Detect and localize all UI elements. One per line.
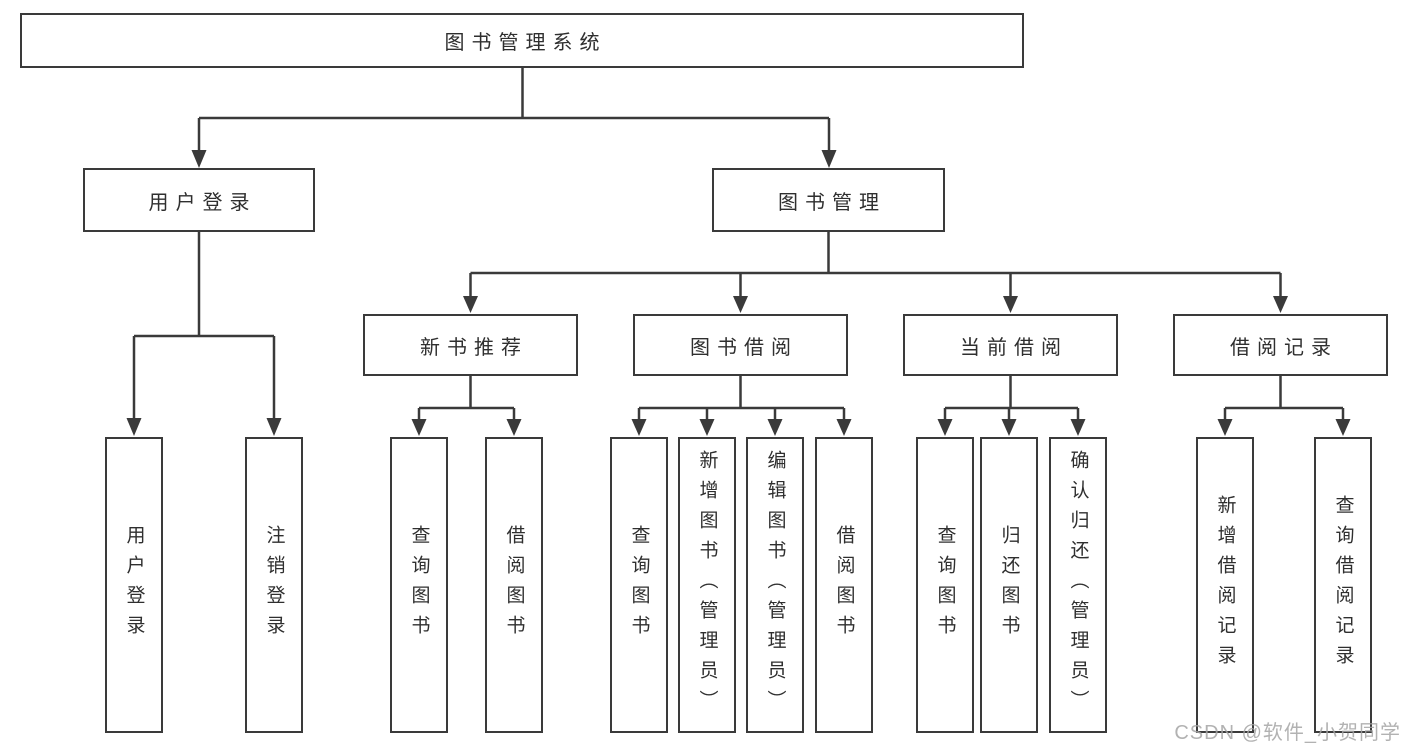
leaf-add-borrow-record-label: 新增借阅记录 — [1214, 495, 1236, 675]
leaf-return-book: 归还图书 — [980, 437, 1038, 733]
node-root-system: 图书管理系统 — [20, 13, 1024, 68]
node-user-login: 用户登录 — [83, 168, 315, 232]
leaf-query-books-recommend: 查询图书 — [390, 437, 448, 733]
leaf-user-login: 用户登录 — [105, 437, 163, 733]
node-book-borrow-label: 图书借阅 — [690, 336, 798, 359]
leaf-user-login-label: 用户登录 — [123, 525, 145, 645]
leaf-query-books-borrow: 查询图书 — [610, 437, 668, 733]
node-current-borrow-label: 当前借阅 — [960, 336, 1068, 359]
node-user-login-label: 用户登录 — [148, 191, 257, 214]
leaf-add-book-admin-label: 新增图书（管理员） — [696, 450, 718, 720]
leaf-edit-book-admin-label: 编辑图书（管理员） — [764, 450, 786, 720]
leaf-query-borrow-record-label: 查询借阅记录 — [1332, 495, 1354, 675]
leaf-borrow-books-label: 借阅图书 — [833, 525, 855, 645]
leaf-confirm-return-admin: 确认归还（管理员） — [1049, 437, 1107, 733]
leaf-query-books-current: 查询图书 — [916, 437, 974, 733]
node-new-book-recommend: 新书推荐 — [363, 314, 578, 376]
node-book-management-label: 图书管理 — [778, 191, 886, 214]
node-root-label: 图书管理系统 — [444, 32, 607, 54]
leaf-query-books-recommend-label: 查询图书 — [408, 525, 430, 645]
leaf-borrow-books-recommend-label: 借阅图书 — [503, 525, 525, 645]
leaf-edit-book-admin: 编辑图书（管理员） — [746, 437, 804, 733]
leaf-return-book-label: 归还图书 — [998, 525, 1020, 645]
node-book-borrow: 图书借阅 — [633, 314, 848, 376]
node-borrow-records: 借阅记录 — [1173, 314, 1388, 376]
leaf-borrow-books: 借阅图书 — [815, 437, 873, 733]
leaf-logout: 注销登录 — [245, 437, 303, 733]
connector-new-book-recommend-group — [411, 376, 522, 436]
leaf-confirm-return-admin-label: 确认归还（管理员） — [1067, 450, 1089, 720]
leaf-query-borrow-record: 查询借阅记录 — [1314, 437, 1372, 733]
connector-root-to-level1 — [191, 68, 837, 168]
node-borrow-records-label: 借阅记录 — [1230, 336, 1338, 359]
leaf-logout-label: 注销登录 — [263, 525, 285, 645]
connector-book-borrow-group — [631, 376, 852, 436]
node-current-borrow: 当前借阅 — [903, 314, 1118, 376]
leaf-add-book-admin: 新增图书（管理员） — [678, 437, 736, 733]
csdn-watermark: CSDN @软件_小贺同学 — [1174, 722, 1401, 744]
node-new-book-recommend-label: 新书推荐 — [420, 336, 528, 359]
leaf-add-borrow-record: 新增借阅记录 — [1196, 437, 1254, 733]
connector-borrow-records-group — [1217, 376, 1351, 436]
connector-current-borrow-group — [937, 376, 1086, 436]
leaf-borrow-books-recommend: 借阅图书 — [485, 437, 543, 733]
connector-book-management-group — [463, 232, 1288, 313]
connector-user-login-group — [126, 232, 282, 436]
node-book-management: 图书管理 — [712, 168, 945, 232]
leaf-query-books-current-label: 查询图书 — [934, 525, 956, 645]
leaf-query-books-borrow-label: 查询图书 — [628, 525, 650, 645]
